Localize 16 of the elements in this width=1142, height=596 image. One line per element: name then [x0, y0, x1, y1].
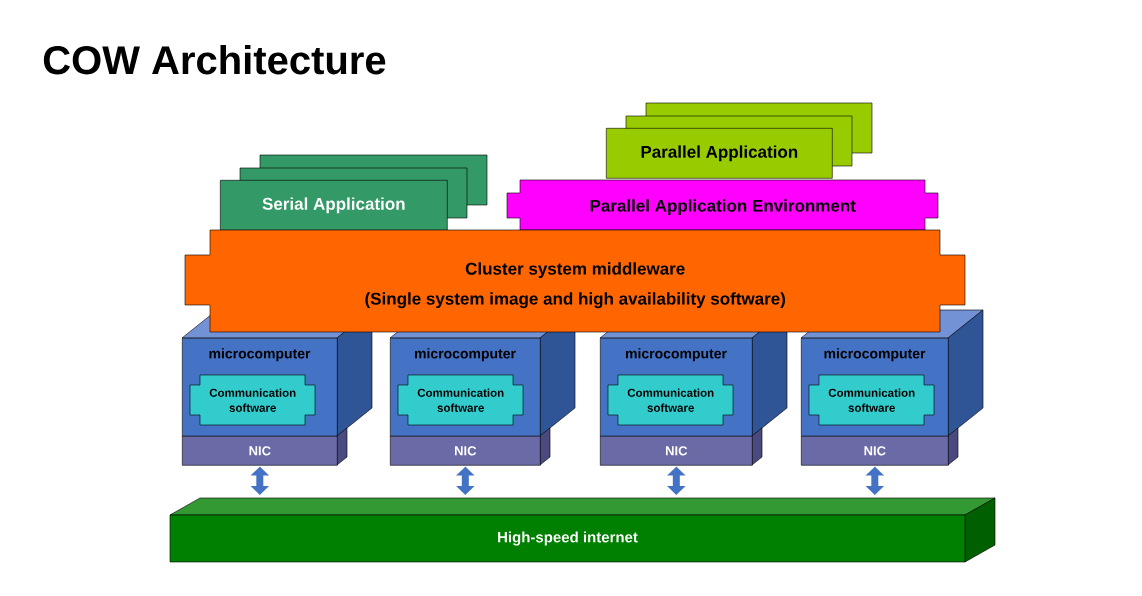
software-box: Communication software	[808, 374, 935, 426]
software-box: Communication software	[397, 374, 524, 426]
nic-box: NIC	[390, 427, 551, 466]
computer-cube: microcomputer Communication software	[389, 309, 576, 437]
stacked-box: Serial Application	[220, 154, 488, 231]
nic-box: NIC	[600, 427, 763, 466]
software-box: Communication software	[189, 374, 316, 426]
stacked-box: Parallel Application	[606, 102, 873, 179]
software-box: Communication software	[607, 374, 734, 426]
nic-box: NIC	[182, 427, 348, 466]
layer-box: Parallel Application Environment	[506, 179, 939, 231]
title: COW Architecture	[43, 45, 386, 75]
network-bar: High-speed internet	[169, 497, 996, 563]
layer-box: Cluster system middleware (Single system image and high availability software)	[184, 229, 966, 333]
nic-box: NIC	[801, 427, 959, 466]
computer-cube: microcomputer Communication software	[599, 309, 788, 437]
